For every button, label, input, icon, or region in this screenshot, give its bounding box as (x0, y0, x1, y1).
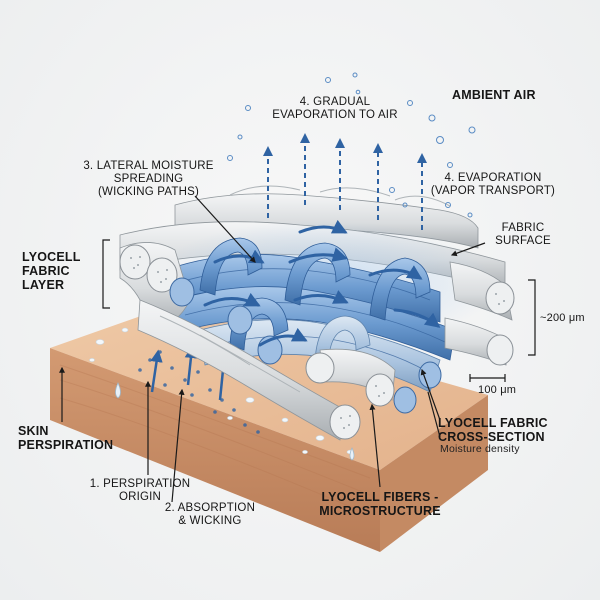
vapor-bubble-icon (355, 89, 361, 95)
vapor-bubble-icon (467, 212, 473, 218)
thickness-bracket (528, 279, 536, 356)
label-ambient-air: AMBIENT AIR (452, 88, 536, 102)
label-moisture-density: Moisture density (440, 443, 520, 455)
label-fabric-surface: FABRIC SURFACE (495, 222, 551, 247)
vapor-bubble-icon (325, 77, 331, 83)
scale-bar (469, 374, 506, 382)
label-skin-perspiration: SKIN PERSPIRATION (18, 424, 114, 452)
white-fiber-cross-section (146, 257, 178, 293)
lateral-flow-arrows (203, 219, 441, 347)
skin-front-side (50, 348, 380, 552)
curved-flow-arrow-icon (368, 265, 423, 280)
label-cross-section: LYOCELL FABRIC CROSS-SECTION (438, 416, 548, 444)
leader-lateral (194, 195, 256, 263)
blue-fiber-cross-section (169, 277, 195, 307)
vapor-bubble-icon (407, 100, 413, 106)
curved-flow-arrow-icon (393, 308, 441, 328)
curved-flow-arrow-icon (213, 249, 265, 264)
white-fiber-cross-section (365, 373, 395, 407)
water-droplet-icon (115, 382, 121, 399)
curved-flow-arrow-icon (293, 290, 349, 304)
leader-fabric-surface (450, 242, 486, 257)
vapor-bubble-icon (447, 162, 453, 168)
curved-flow-arrow-icon (258, 327, 308, 347)
vapor-bubble-icon (445, 202, 451, 208)
label-thickness: ~200 μm (540, 312, 585, 324)
label-microstructure: LYOCELL FIBERS - MICROSTRUCTURE (319, 490, 441, 518)
leader-step2 (171, 388, 185, 503)
curved-flow-arrow-icon (203, 292, 261, 307)
leader-moisture-density (427, 391, 441, 438)
label-vapor-transport: 4. EVAPORATION (VAPOR TRANSPORT) (430, 172, 556, 197)
label-absorption-wicking: 2. ABSORPTION & WICKING (164, 502, 256, 527)
leader-lines (59, 195, 536, 503)
vapor-bubbles (227, 72, 476, 218)
vapor-bubble-icon (402, 202, 408, 208)
white-fiber-cross-section (485, 281, 515, 315)
label-perspiration-origin: 1. PERSPIRATION ORIGIN (89, 478, 191, 503)
skin-right-side (380, 395, 488, 552)
leader-microstructure (369, 403, 381, 488)
label-gradual-evaporation: 4. GRADUAL EVAPORATION TO AIR (272, 96, 398, 121)
vapor-bubble-icon (245, 105, 251, 111)
vapor-bubble-icon (436, 136, 444, 144)
fiber-pores (130, 256, 505, 429)
vapor-bubble-icon (468, 126, 476, 134)
fiber-cross-sections (119, 244, 515, 440)
white-fiber-cross-section (329, 404, 361, 440)
evaporation-arrows (263, 133, 427, 230)
white-fiber-cross-section (119, 244, 151, 280)
blue-fiber-cross-section (227, 305, 253, 335)
curved-flow-arrow-icon (298, 219, 348, 234)
blue-fiber-cross-section (393, 386, 417, 414)
white-fiber-cross-section (486, 334, 514, 366)
curved-flow-arrow-icon (288, 247, 348, 264)
arrow-up-icon (150, 349, 163, 393)
label-scale: 100 μm (478, 384, 517, 396)
label-lateral-spreading: 3. LATERAL MOISTURE SPREADING (WICKING P… (83, 160, 214, 198)
blue-fiber-cross-section (418, 361, 442, 389)
vapor-bubble-icon (352, 72, 358, 78)
leader-lyocell-layer-bracket (102, 239, 110, 309)
vapor-bubble-icon (428, 114, 436, 122)
white-fiber-cross-section (305, 352, 335, 384)
leader-cross-section (420, 368, 441, 421)
water-droplet-icon (349, 447, 355, 461)
vapor-bubble-icon (237, 134, 243, 140)
label-lyocell-fabric-layer: LYOCELL FABRIC LAYER (22, 250, 81, 292)
vapor-bubble-icon (227, 155, 233, 161)
vapor-bubble-icon (389, 187, 395, 193)
